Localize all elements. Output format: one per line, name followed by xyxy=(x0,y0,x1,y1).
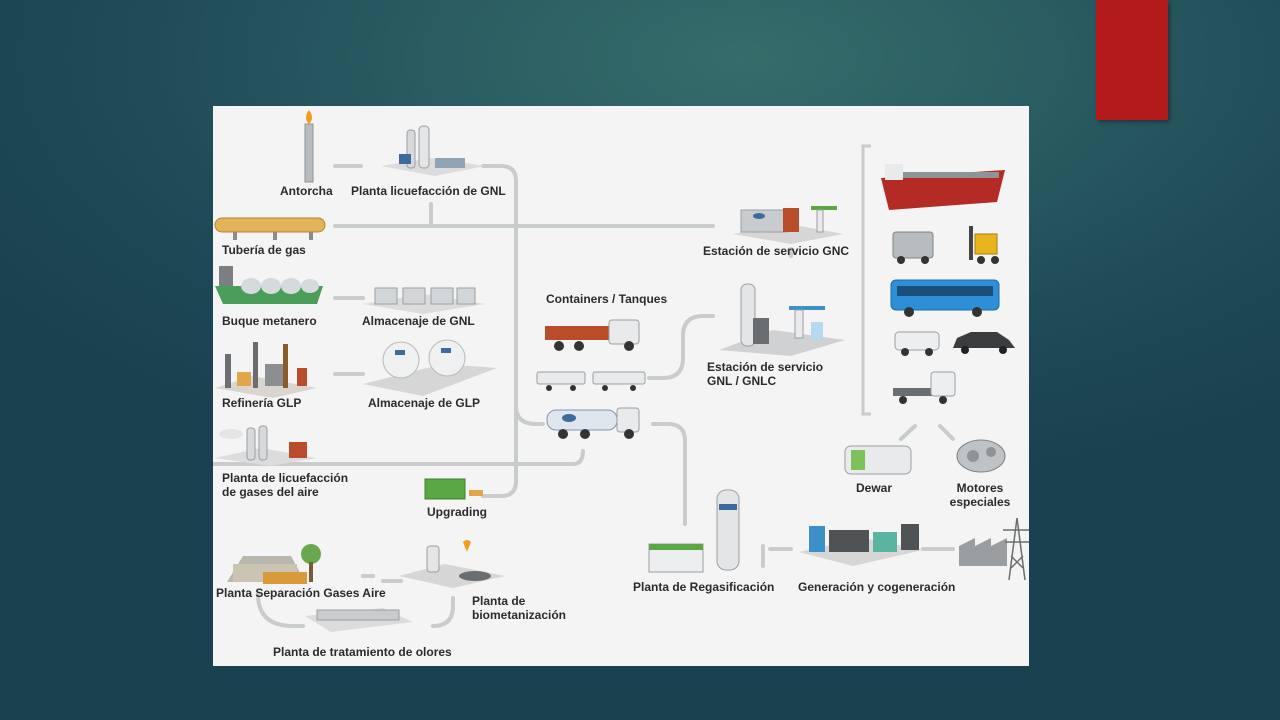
lng-station-icon xyxy=(719,283,845,356)
diagram-graphics xyxy=(213,110,1029,632)
label-planta-tratamiento-olores: Planta de tratamiento de olores xyxy=(273,645,452,659)
label-planta-biometanizacion: Planta de biometanización xyxy=(472,594,567,622)
power-pylon-icon xyxy=(1003,517,1029,581)
label-almacenaje-gnl: Almacenaje de GNL xyxy=(362,314,475,328)
special-engine-icon xyxy=(956,439,1006,473)
forklift-icon xyxy=(969,226,999,264)
label-generacion-cogeneracion: Generación y cogeneración xyxy=(798,580,956,594)
air-gases-liquefaction-plant-icon xyxy=(215,425,317,466)
tractor-unit-icon xyxy=(893,371,956,404)
label-planta-separacion: Planta Separación Gases Aire xyxy=(216,586,386,600)
cogeneration-plant-icon xyxy=(799,524,923,566)
bus-icon xyxy=(890,279,1000,317)
cng-station-icon xyxy=(733,206,843,244)
label-estacion-gnc: Estación de servicio GNC xyxy=(703,244,850,258)
regasification-plant-icon xyxy=(648,489,740,573)
label-dewar: Dewar xyxy=(856,481,893,495)
lng-storage-tanks-icon xyxy=(363,287,485,314)
liquefaction-plant-icon xyxy=(381,125,485,176)
lpg-storage-spheres-icon xyxy=(363,339,497,396)
to-trucks-connector xyxy=(514,404,545,426)
upgrading-unit-icon xyxy=(424,478,483,500)
lng-carrier-ship-icon xyxy=(215,266,323,304)
label-upgrading: Upgrading xyxy=(427,505,487,519)
main-vertical-connector xyxy=(481,164,518,498)
label-planta-licuefaccion-gnl: Planta licuefacción de GNL xyxy=(351,184,506,198)
refinery-icon xyxy=(215,342,317,398)
label-almacenaje-glp: Almacenaje de GLP xyxy=(368,396,481,410)
flare-stack-icon xyxy=(304,110,314,183)
label-motores-especiales: Motores especiales xyxy=(949,481,1011,509)
tanker-ship-icon xyxy=(881,164,1005,210)
iso-containers-icon xyxy=(536,371,646,391)
vehicles-bracket xyxy=(861,144,871,416)
log-truck-icon xyxy=(545,319,640,351)
van-icon xyxy=(894,331,940,356)
air-gases-connector xyxy=(213,449,585,466)
biomethanization-plant-icon xyxy=(399,540,505,588)
label-refineria-glp: Refinería GLP xyxy=(222,396,302,410)
label-planta-regasificacion: Planta de Regasificación xyxy=(633,580,775,594)
odor-treatment-plant-icon xyxy=(305,608,413,632)
dewar-tank-icon xyxy=(844,445,912,475)
red-accent-block xyxy=(1096,0,1168,120)
label-planta-gases-aire: Planta de licuefacción de gases del aire xyxy=(222,471,349,499)
air-separation-plant-icon xyxy=(227,544,321,584)
lng-distribution-diagram: Antorcha Planta licuefacción de GNL Tube… xyxy=(213,106,1029,666)
gas-pipe-icon xyxy=(214,217,326,240)
car-icon xyxy=(953,332,1015,354)
label-tuberia-gas: Tubería de gas xyxy=(222,243,306,257)
factory-icon xyxy=(959,538,1007,566)
label-containers-tanques: Containers / Tanques xyxy=(546,292,668,306)
tanker-truck-icon xyxy=(546,407,640,439)
label-buque-metanero: Buque metanero xyxy=(222,314,317,328)
connector-lines xyxy=(213,164,955,628)
sweeper-truck-icon xyxy=(892,231,934,264)
label-antorcha: Antorcha xyxy=(280,184,333,198)
label-estacion-gnl-gnlc: Estación de servicio GNL / GNLC xyxy=(707,360,824,388)
